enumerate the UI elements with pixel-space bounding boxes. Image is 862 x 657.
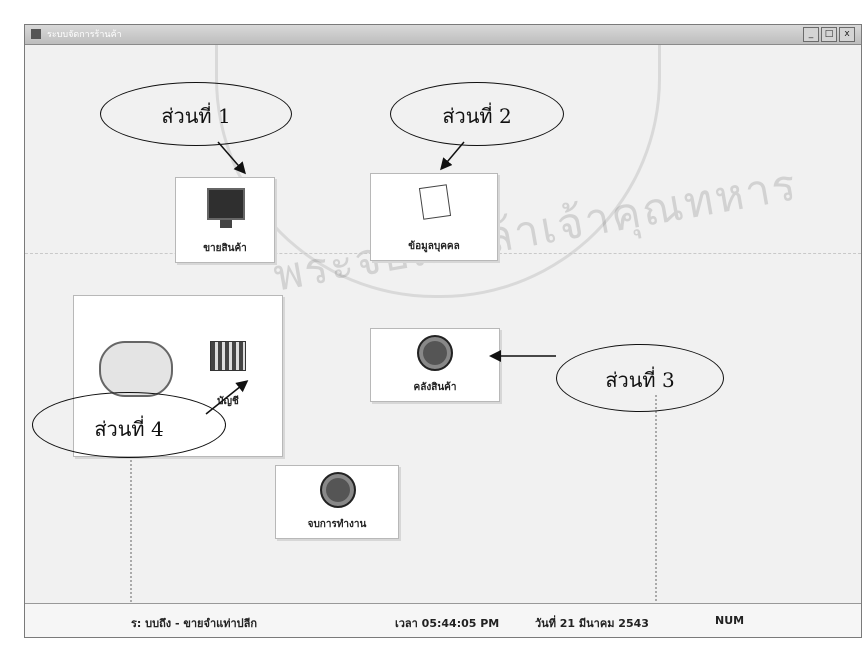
books-icon (210, 341, 246, 371)
status-user: ร: บบถึง - ขายจำแท่าปลีก (131, 617, 258, 630)
callout-part2-text: ส่วนที่ 2 (442, 104, 512, 128)
callout-part1: ส่วนที่ 1 (100, 82, 292, 146)
status-time: เวลา 05:44:05 PM (395, 617, 500, 630)
personal-data-label: ข้อมูลบุคคล (408, 241, 460, 252)
callout-part4-text: ส่วนที่ 4 (94, 417, 164, 441)
monitor-icon (207, 188, 245, 228)
guide-line-right (655, 395, 657, 625)
hand-icon (99, 341, 173, 397)
callout-part2: ส่วนที่ 2 (390, 82, 564, 146)
close-button[interactable]: x (839, 27, 855, 42)
personal-data-tile[interactable]: ข้อมูลบุคคล (370, 173, 498, 261)
status-bar: ร: บบถึง - ขายจำแท่าปลีก เวลา 05:44:05 P… (25, 603, 861, 637)
watermark-text: พระจอมเกล้าเจ้าคุณทหาร (269, 159, 802, 302)
exit-tile[interactable]: จบการทำงาน (275, 465, 399, 539)
maximize-button[interactable]: □ (821, 27, 837, 42)
warehouse-tile[interactable]: คลังสินค้า (370, 328, 500, 402)
sales-tile[interactable]: ขายสินค้า (175, 177, 275, 263)
exit-label: จบการทำงาน (307, 519, 367, 530)
callout-part4: ส่วนที่ 4 (32, 392, 226, 458)
app-icon (31, 29, 41, 39)
callout-part3-text: ส่วนที่ 3 (605, 368, 675, 392)
callout-part3: ส่วนที่ 3 (556, 344, 724, 412)
sales-label: ขายสินค้า (203, 243, 247, 254)
minimize-button[interactable]: _ (803, 27, 819, 42)
warehouse-label: คลังสินค้า (413, 382, 457, 393)
power-icon (320, 472, 356, 508)
status-date: วันที่ 21 มีนาคม 2543 (535, 617, 649, 630)
guide-line-left (130, 305, 132, 625)
status-num: NUM (715, 614, 745, 627)
callout-part1-text: ส่วนที่ 1 (161, 104, 231, 128)
document-icon (418, 184, 452, 220)
window-title: ระบบจัดการร้านค้า (47, 30, 122, 40)
title-bar: ระบบจัดการร้านค้า _ □ x (25, 25, 861, 45)
apple-icon (417, 335, 453, 371)
